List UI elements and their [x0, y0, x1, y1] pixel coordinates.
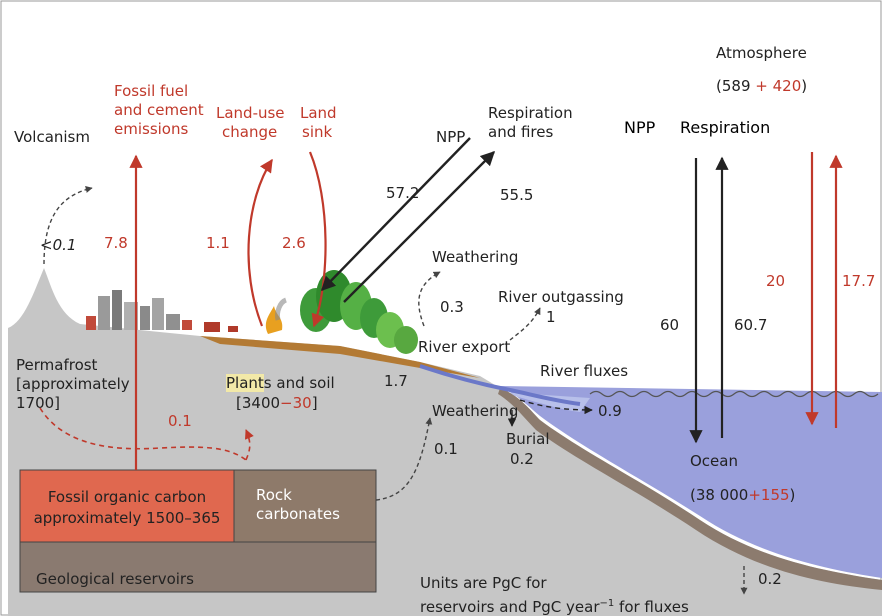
- land-use-label-1: Land-use: [216, 104, 285, 122]
- weathering-top-label: Weathering: [432, 248, 519, 266]
- fossil-fuel-label-3: emissions: [114, 120, 189, 138]
- volcanism-flux: <0.1: [40, 236, 77, 254]
- geological-reservoirs-box: [19, 541, 377, 593]
- fossil-carbon-box: [19, 469, 235, 543]
- resp-fires-label-2: and fires: [488, 123, 554, 141]
- river-flux-arrow: [519, 399, 593, 415]
- ocean-uptake-flux: 20: [766, 272, 786, 290]
- weathering-bottom-flux: 0.1: [434, 440, 458, 458]
- atmosphere-label: Atmosphere: [716, 44, 807, 62]
- rock-carbonates-box: [233, 469, 377, 543]
- land-respiration-arrow: [343, 150, 496, 303]
- weathering-bottom-arrow: [375, 417, 433, 501]
- fossil-to-air-flux: 0.1: [168, 412, 192, 430]
- soil-layer: [200, 336, 480, 378]
- ocean-reservoir: (38 000+155): [690, 486, 796, 504]
- permafrost-label-2: [approximately: [16, 375, 130, 393]
- river: [419, 364, 581, 406]
- fossil-fuel-label-1: Fossil fuel: [114, 82, 189, 100]
- weathering-top-flux: 0.3: [440, 298, 464, 316]
- land-sink-flux: 2.6: [282, 234, 306, 252]
- river-export-flux: 1.7: [384, 372, 408, 390]
- land-sink-label-1: Land: [300, 104, 337, 122]
- weathering-bottom-label: Weathering: [432, 402, 519, 420]
- river-outgassing-flux: 1: [546, 308, 556, 326]
- plants-soil-label: Plants and soil: [226, 374, 335, 392]
- river-fluxes-label: River fluxes: [540, 362, 629, 380]
- fossil-fuel-label-2: and cement: [114, 101, 204, 119]
- atmosphere-reservoir: (589 + 420): [716, 77, 808, 95]
- fire-icon: [265, 297, 288, 334]
- forest-trees: [300, 270, 418, 354]
- ocean-respiration-label: Respiration: [680, 118, 771, 137]
- land-npp-arrow: [320, 137, 471, 292]
- sea-surface-waves: [589, 390, 879, 398]
- land-use-arrow: [247, 158, 273, 327]
- land-sink-label-2: sink: [302, 123, 333, 141]
- ocean-label: Ocean: [690, 452, 738, 470]
- land-sink-arrow: [308, 151, 327, 328]
- land-resp-flux: 55.5: [500, 186, 534, 204]
- rock-carbonates-label-2: carbonates: [256, 505, 340, 523]
- units-note-2: reservoirs and PgC year−1 for fluxes: [420, 598, 689, 616]
- volcanism-label: Volcanism: [14, 128, 90, 146]
- river-outgassing-arrow: [509, 307, 541, 341]
- ocean-release-flux: 17.7: [842, 272, 876, 290]
- fossil-to-air-arrow: [244, 429, 254, 461]
- city-buildings: [86, 290, 238, 332]
- ocean-resp-flux: 60.7: [734, 316, 768, 334]
- weathering-top-arrow: [418, 271, 441, 327]
- units-note-1: Units are PgC for: [420, 574, 547, 592]
- rock-carbonates-label-1: Rock: [256, 486, 292, 504]
- permafrost-dashed: [39, 407, 247, 461]
- geological-reservoirs-label: Geological reservoirs: [36, 570, 194, 588]
- shelf-water: [500, 392, 590, 412]
- river-fluxes-flux: 0.9: [598, 402, 622, 420]
- land-npp-label: NPP: [436, 128, 466, 146]
- land-use-label-2: change: [222, 123, 278, 141]
- fossil-fuel-flux: 7.8: [104, 234, 128, 252]
- ocean-npp-flux: 60: [660, 316, 680, 334]
- ocean-body: [500, 386, 882, 578]
- permafrost-label-3: 1700]: [16, 394, 61, 412]
- burial-flux: 0.2: [510, 450, 534, 468]
- ocean-npp-label: NPP: [624, 118, 656, 137]
- burial-label: Burial: [506, 430, 550, 448]
- river-export-label: River export: [418, 338, 511, 356]
- land-npp-flux: 57.2: [386, 184, 420, 202]
- permafrost-label-1: Permafrost: [16, 356, 98, 374]
- fossil-carbon-label-2: approximately 1500–365: [33, 509, 221, 527]
- fossil-carbon-label-1: Fossil organic carbon: [47, 488, 207, 506]
- sediment-flux: 0.2: [758, 570, 782, 588]
- resp-fires-label-1: Respiration: [488, 104, 573, 122]
- river-outgassing-label: River outgassing: [498, 288, 624, 306]
- land-use-flux: 1.1: [206, 234, 230, 252]
- plants-soil-reservoir: [3400−30]: [236, 394, 318, 412]
